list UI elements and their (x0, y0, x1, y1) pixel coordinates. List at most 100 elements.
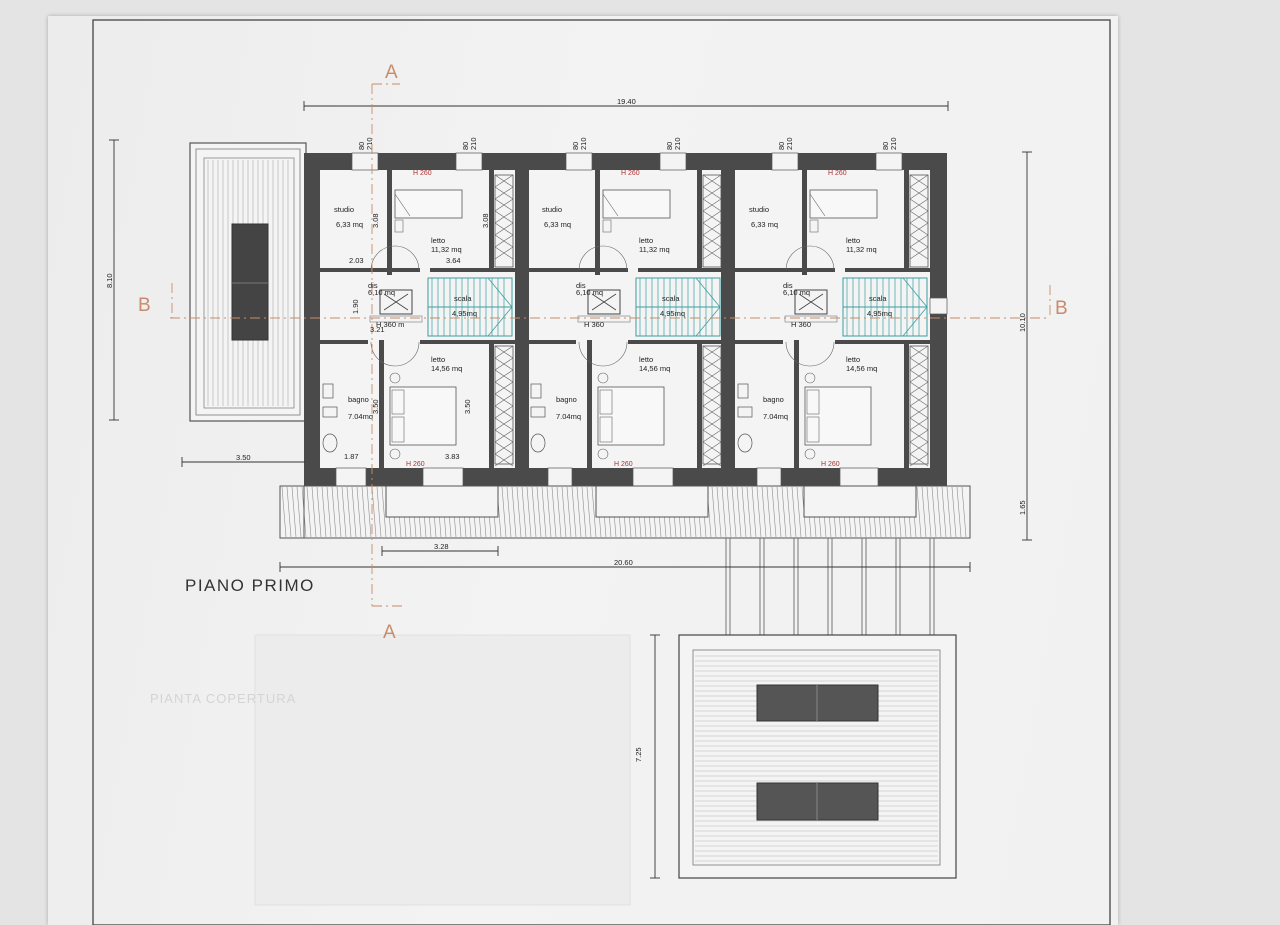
roof-plan (678, 634, 957, 879)
scala-area: 4,95mq (452, 309, 477, 318)
single-bed (394, 189, 463, 219)
dis-label: dis (368, 281, 378, 290)
window-width-label: 80 (357, 142, 366, 150)
section-lines (170, 83, 1051, 607)
drawing-title: PIANO PRIMO (185, 576, 315, 595)
dim-balcony-span: 3.28 (434, 542, 449, 551)
studio-area: 6,33 mq (544, 220, 571, 229)
dis-area: 6,10 mq (576, 288, 603, 297)
stair (427, 277, 513, 337)
wardrobe (909, 174, 929, 268)
skylight (379, 289, 413, 315)
section-a-top: A (385, 62, 398, 83)
dim-left-height: 8.10 (105, 273, 114, 288)
pergola-posts (725, 538, 935, 640)
toilet (737, 433, 753, 453)
scala-label: scala (662, 294, 680, 303)
height-360-label: H 360 (584, 320, 604, 329)
bagno-label: bagno (348, 395, 369, 404)
single-bed (809, 189, 878, 219)
wardrobe (494, 345, 514, 465)
letto-large-label: letto (846, 355, 860, 364)
bagno-area: 7.04mq (348, 412, 373, 421)
dim-190: 1.90 (351, 299, 360, 314)
wardrobe (702, 345, 722, 465)
dim-308-a: 3.08 (371, 213, 380, 228)
dim-203: 2.03 (349, 256, 364, 265)
dis-label: dis (783, 281, 793, 290)
door-swing (394, 341, 420, 367)
dim-350-b: 3.50 (463, 399, 472, 414)
dim-321: 3.21 (370, 325, 385, 334)
height-label-bottom: H 260 (406, 461, 425, 468)
letto-area: 11,32 mq (846, 245, 877, 254)
window-height-label: 210 (889, 137, 898, 150)
dis-label: dis (576, 281, 586, 290)
double-bed (804, 386, 872, 446)
scala-label: scala (454, 294, 472, 303)
height-label-bottom: H 260 (821, 461, 840, 468)
door-swing (602, 341, 628, 367)
skylight (587, 289, 621, 315)
wardrobe (494, 174, 514, 268)
toilet (530, 433, 546, 453)
studio-label: studio (334, 205, 354, 214)
scala-area: 4,95mq (660, 309, 685, 318)
bagno-label: bagno (556, 395, 577, 404)
scala-label: scala (869, 294, 887, 303)
window-width-label: 80 (777, 142, 786, 150)
window-width-label: 80 (461, 142, 470, 150)
letto-label: letto (846, 236, 860, 245)
double-bed (389, 386, 457, 446)
height-360-label: H 360 m (376, 320, 404, 329)
letto-label: letto (431, 236, 445, 245)
door-swing (602, 245, 628, 271)
dimension-labels: 19.40 20.60 3.50 3.28 8.10 10.10 1.65 7.… (105, 97, 1027, 762)
bagno-area: 7.04mq (763, 412, 788, 421)
height-360-label: H 360 (791, 320, 811, 329)
height-label: H 260 (621, 170, 640, 177)
letto-area: 11,32 mq (431, 245, 462, 254)
section-b-right: B (1055, 298, 1068, 319)
bathroom-fixture (530, 383, 542, 399)
letto-large-area: 14,56 mq (846, 364, 877, 373)
wardrobe (909, 345, 929, 465)
letto-large-area: 14,56 mq (431, 364, 462, 373)
dim-308-b: 3.08 (481, 213, 490, 228)
window-width-label: 80 (665, 142, 674, 150)
studio-area: 6,33 mq (336, 220, 363, 229)
door-swing (394, 245, 420, 271)
door-swing (809, 245, 835, 271)
dim-right-balcony: 1.65 (1018, 500, 1027, 515)
wardrobe (702, 174, 722, 268)
studio-label: studio (542, 205, 562, 214)
scala-area: 4,95mq (867, 309, 892, 318)
height-label: H 260 (828, 170, 847, 177)
letto-area: 11,32 mq (639, 245, 670, 254)
letto-large-label: letto (639, 355, 653, 364)
dim-bottom-width: 20.60 (614, 558, 633, 567)
apartment-units: 8021080210802108021080210802108011080110… (320, 137, 930, 516)
sheet-border (92, 19, 1111, 925)
balcony-strip (279, 485, 971, 539)
bagno-area: 7.04mq (556, 412, 581, 421)
bathroom-fixture (322, 383, 334, 399)
double-bed (597, 386, 665, 446)
window-height-label: 210 (469, 137, 478, 150)
dimension-lines (109, 101, 1032, 879)
dim-top-width: 19.40 (617, 97, 636, 106)
dim-terrace-width: 3.50 (236, 453, 251, 462)
letto-label: letto (639, 236, 653, 245)
letto-large-label: letto (431, 355, 445, 364)
door-swing (809, 341, 835, 367)
window-height-label: 210 (579, 137, 588, 150)
window-height-label: 210 (785, 137, 794, 150)
toilet (322, 433, 338, 453)
window-width-label: 80 (571, 142, 580, 150)
dim-right-height: 10.10 (1018, 313, 1027, 332)
dim-364: 3.64 (446, 256, 461, 265)
studio-label: studio (749, 205, 769, 214)
